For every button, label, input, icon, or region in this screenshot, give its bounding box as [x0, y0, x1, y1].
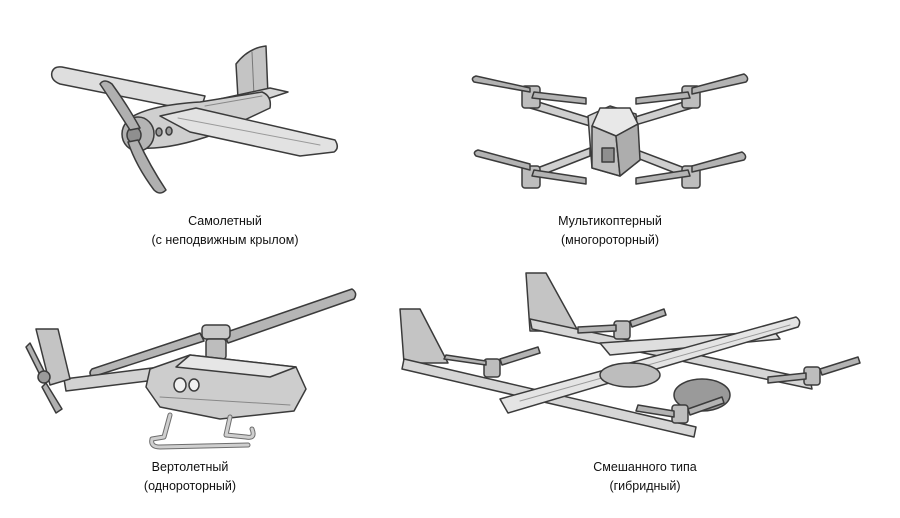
multicopter-caption: Мультикоптерный (многороторный)	[450, 212, 770, 250]
hybrid-drone-icon	[399, 272, 861, 438]
hybrid-caption: Смешанного типа (гибридный)	[450, 458, 840, 496]
helicopter-caption: Вертолетный (однороторный)	[0, 458, 380, 496]
drone-type-fixed-wing: Самолетный (с неподвижным крылом)	[0, 0, 450, 259]
drone-type-multicopter: Мультикоптерный (многороторный)	[450, 0, 900, 259]
hybrid-subtitle: (гибридный)	[609, 479, 681, 493]
hybrid-title: Смешанного типа	[593, 460, 697, 474]
multicopter-title: Мультикоптерный	[558, 214, 662, 228]
helicopter-drone-icon	[25, 288, 357, 450]
fixed-wing-caption: Самолетный (с неподвижным крылом)	[0, 212, 450, 250]
helicopter-title: Вертолетный	[151, 460, 229, 474]
multicopter-subtitle: (многороторный)	[561, 233, 659, 247]
fixed-wing-title: Самолетный	[188, 214, 262, 228]
drone-type-hybrid: Смешанного типа (гибридный)	[399, 259, 900, 518]
drone-type-helicopter: Вертолетный (однороторный)	[0, 259, 450, 518]
fixed-wing-drone-icon	[50, 45, 338, 194]
multicopter-drone-icon	[471, 73, 749, 189]
helicopter-subtitle: (однороторный)	[143, 479, 237, 493]
fixed-wing-subtitle: (с неподвижным крылом)	[151, 233, 299, 247]
